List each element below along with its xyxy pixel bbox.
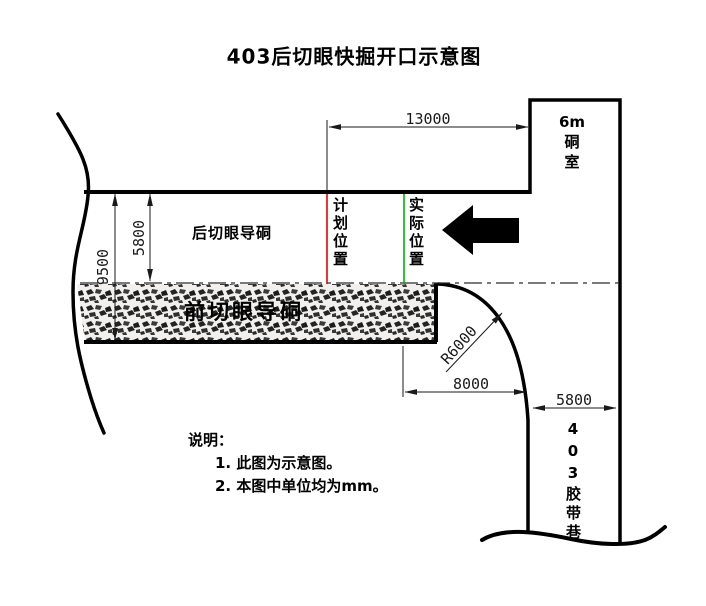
roadway-corner-arc-wall (437, 282, 530, 533)
chamber-label-line1: 6m (558, 113, 586, 131)
lower-tunnel-hatch-area (77, 284, 436, 341)
dim-5800-left-label: 5800 (130, 219, 148, 257)
lower-tunnel-label: 前切眼导硐 (184, 300, 304, 324)
note-item-2: 2. 本图中单位均为mm。 (215, 477, 388, 495)
diagram-title: 403后切眼快掘开口示意图 (226, 44, 482, 69)
advance-direction-arrow-icon (442, 205, 519, 255)
chamber-label: 6m 硐 室 (555, 112, 589, 172)
note-item-1: 1. 此图为示意图。 (215, 454, 342, 472)
planned-position-label: 计划位置 (331, 197, 349, 269)
dim-5800-bottom-label: 5800 (555, 391, 593, 409)
chamber-label-line3: 室 (564, 153, 580, 171)
belt-roadway-label: 403胶带巷 (564, 420, 582, 543)
dim-8000-label: 8000 (452, 375, 490, 393)
bottom-break-wave-line (480, 525, 667, 547)
upper-tunnel-label: 后切眼导硐 (192, 224, 273, 242)
dim-13000-label: 13000 (405, 110, 451, 128)
chamber-label-line2: 硐 (564, 133, 580, 151)
actual-position-label: 实际位置 (407, 197, 425, 269)
notes-block: 说明： 1. 此图为示意图。 2. 本图中单位均为mm。 (188, 429, 388, 498)
dim-9500-label: 9500 (94, 248, 112, 286)
chamber-outline (528, 98, 622, 545)
left-break-line (56, 112, 106, 435)
radius-leader-line (445, 312, 503, 373)
notes-heading: 说明： (188, 431, 234, 449)
